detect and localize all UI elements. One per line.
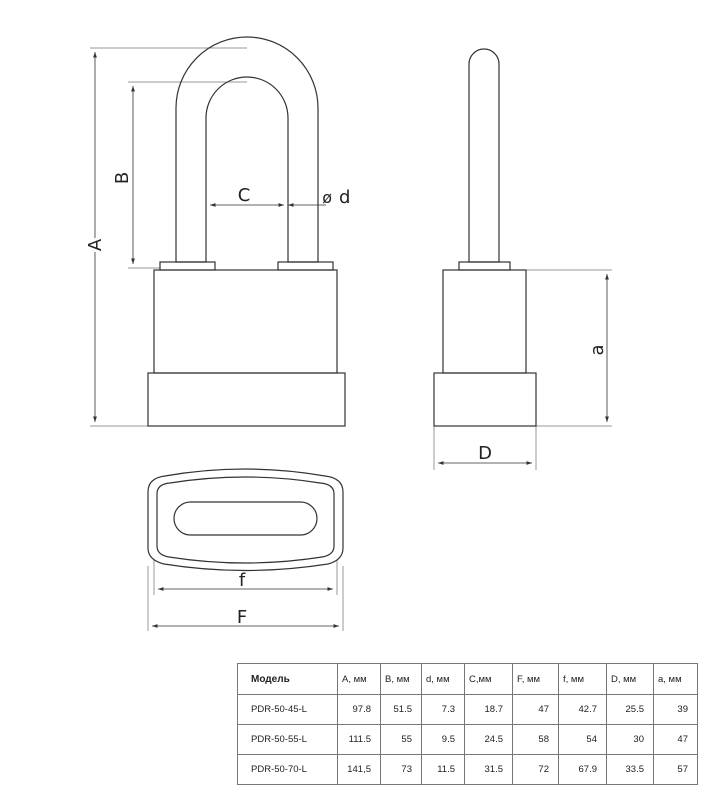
label-C: C: [238, 185, 251, 206]
label-B: B: [112, 172, 133, 184]
table-row: PDR-50-70-L 141,5 73 11.5 31.5 72 67.9 3…: [237, 754, 698, 785]
side-view: [433, 48, 537, 427]
cell-value: 11.5: [421, 754, 465, 785]
cell-value: 97.8: [337, 694, 381, 725]
side-dimensions: [433, 269, 612, 470]
cell-value: 39: [653, 694, 698, 725]
header-b: B, мм: [380, 663, 422, 695]
label-a: a: [587, 344, 608, 355]
label-f: f: [239, 570, 246, 591]
padlock-technical-drawing: A B C ø d a D f F: [85, 36, 612, 631]
front-left-collar: [159, 261, 216, 271]
cell-value: 9.5: [421, 724, 465, 755]
side-shackle: [468, 48, 500, 263]
cell-value: 42.7: [558, 694, 607, 725]
label-A: A: [85, 238, 106, 251]
diameter-symbol: ø: [322, 188, 332, 207]
header-model: Модель: [237, 663, 338, 695]
cell-value: 51.5: [380, 694, 422, 725]
front-dimensions: [90, 47, 326, 427]
top-view: [147, 468, 344, 572]
cell-model: PDR-50-55-L: [237, 724, 338, 755]
side-collar: [458, 261, 511, 271]
side-lock-base: [433, 372, 537, 427]
label-F: F: [237, 607, 247, 628]
cell-value: 24.5: [464, 724, 513, 755]
top-outer-outline: [147, 468, 344, 572]
specifications-table: Модель A, мм B, мм d, мм C,мм F, мм f, м…: [237, 663, 698, 785]
top-keyhole-slot: [173, 501, 318, 536]
cell-value: 33.5: [606, 754, 654, 785]
cell-value: 7.3: [421, 694, 465, 725]
cell-value: 55: [380, 724, 422, 755]
cell-value: 141,5: [337, 754, 381, 785]
top-dimensions: [147, 560, 344, 631]
cell-value: 54: [558, 724, 607, 755]
cell-value: 111.5: [337, 724, 381, 755]
cell-value: 67.9: [558, 754, 607, 785]
cell-value: 73: [380, 754, 422, 785]
header-f-upper: F, мм: [512, 663, 559, 695]
table-row: PDR-50-45-L 97.8 51.5 7.3 18.7 47 42.7 2…: [237, 694, 698, 725]
cell-value: 58: [512, 724, 559, 755]
cell-model: PDR-50-70-L: [237, 754, 338, 785]
header-a-lower: a, мм: [653, 663, 698, 695]
label-D: D: [478, 443, 492, 464]
cell-value: 18.7: [464, 694, 513, 725]
table-header-row: Модель A, мм B, мм d, мм C,мм F, мм f, м…: [237, 663, 698, 695]
cell-value: 30: [606, 724, 654, 755]
cell-value: 31.5: [464, 754, 513, 785]
top-inner-outline: [156, 476, 335, 564]
header-d-lower: d, мм: [421, 663, 465, 695]
cell-value: 47: [512, 694, 559, 725]
table-row: PDR-50-55-L 111.5 55 9.5 24.5 58 54 30 4…: [237, 724, 698, 755]
header-f-lower: f, мм: [558, 663, 607, 695]
front-shackle: [175, 36, 319, 263]
cell-value: 47: [653, 724, 698, 755]
front-right-collar: [277, 261, 334, 271]
cell-value: 57: [653, 754, 698, 785]
side-lock-body: [442, 269, 527, 374]
header-d-upper: D, мм: [606, 663, 654, 695]
front-lock-body: [153, 269, 338, 374]
header-a-upper: A, мм: [337, 663, 381, 695]
header-c: C,мм: [464, 663, 513, 695]
cell-value: 25.5: [606, 694, 654, 725]
front-view: [147, 36, 346, 427]
cell-model: PDR-50-45-L: [237, 694, 338, 725]
front-lock-base: [147, 372, 346, 427]
cell-value: 72: [512, 754, 559, 785]
label-d: d: [339, 187, 350, 208]
